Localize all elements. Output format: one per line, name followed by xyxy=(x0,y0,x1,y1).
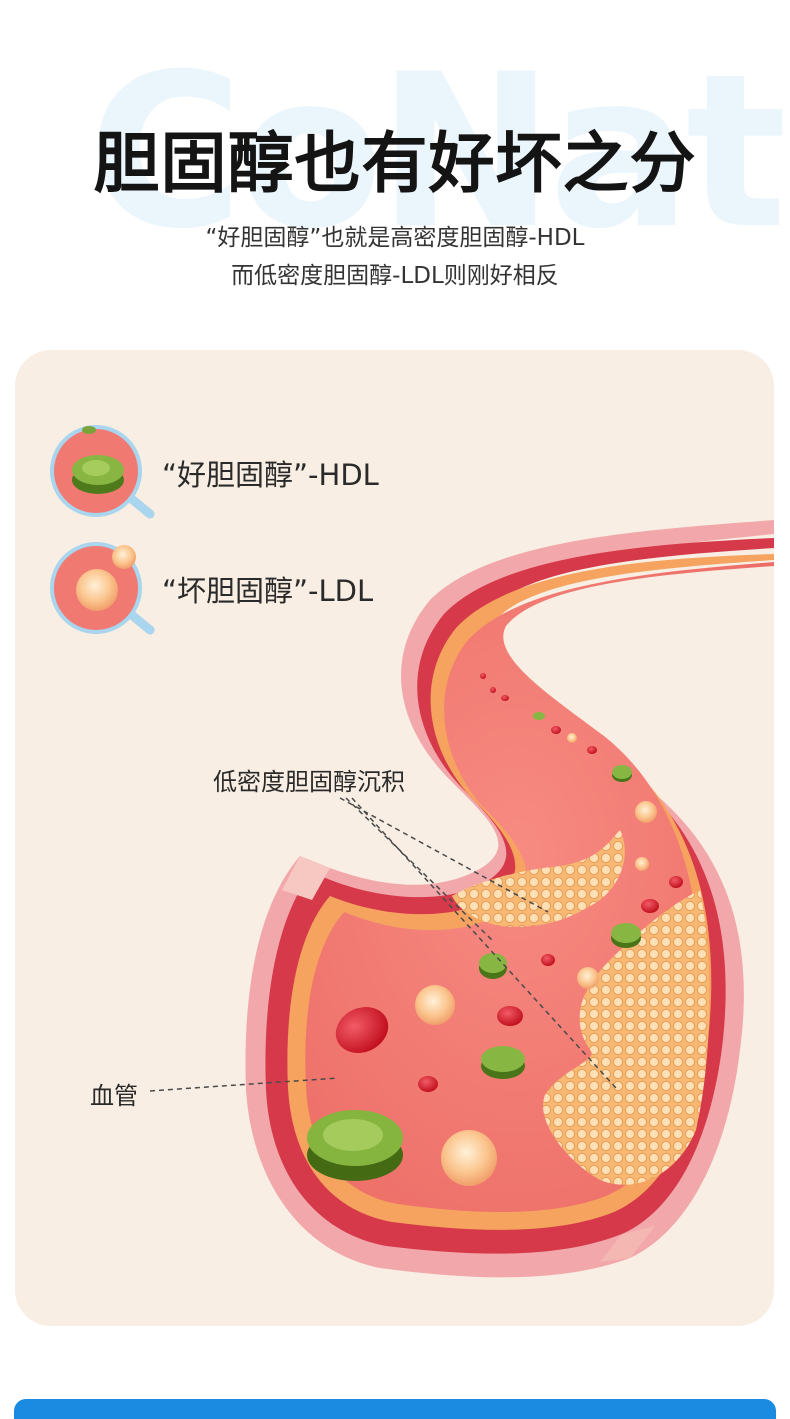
callout-vessel: 血管 xyxy=(90,1082,138,1110)
red-blood-cells xyxy=(335,673,683,1092)
ldl-particles xyxy=(415,733,657,1186)
legend-hdl-label: “好胆固醇”-HDL xyxy=(162,458,379,492)
page-title: 胆固醇也有好坏之分 xyxy=(93,125,697,202)
subtitle-line-1: “好胆固醇”也就是高密度胆固醇-HDL xyxy=(205,225,585,251)
hdl-particles xyxy=(307,712,641,1181)
vessel-cut-face-right xyxy=(600,1226,655,1262)
plaque-deposit-upper xyxy=(452,830,625,927)
vessel-cut-face xyxy=(282,856,330,900)
magnifier-ldl-icon xyxy=(50,542,155,635)
legend-ldl-label: “坏胆固醇”-LDL xyxy=(162,574,374,608)
next-section-bar xyxy=(14,1399,776,1419)
magnifier-hdl-icon xyxy=(50,425,155,519)
callout-ldl-deposit: 低密度胆固醇沉积 xyxy=(213,768,405,796)
callout-lines xyxy=(149,797,617,1092)
plaque-deposit-lower xyxy=(543,890,710,1185)
brand-watermark: CoNat xyxy=(88,28,787,275)
subtitle-line-2: 而低密度胆固醇-LDL则刚好相反 xyxy=(231,263,559,289)
